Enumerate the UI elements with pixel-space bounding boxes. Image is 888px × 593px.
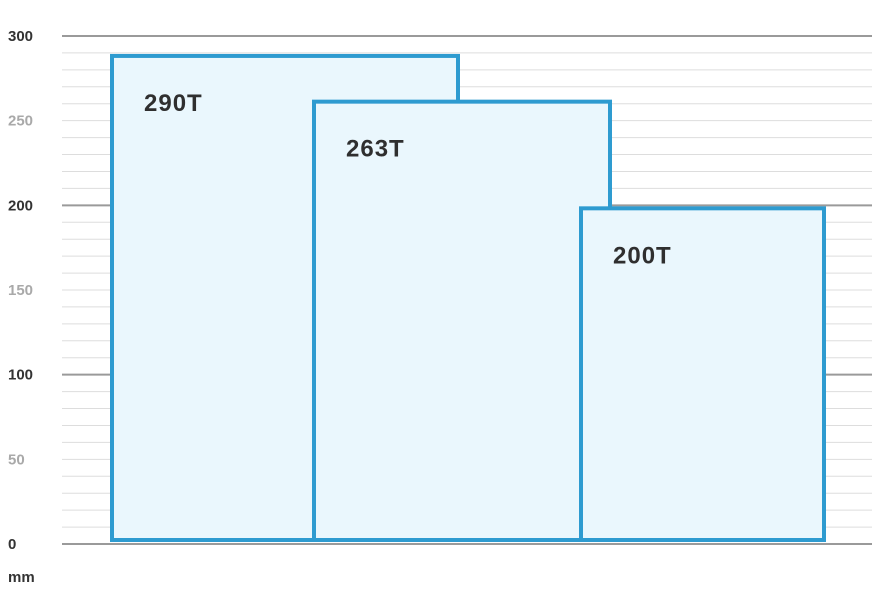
y-axis-unit-label: mm	[8, 569, 35, 586]
y-tick-label: 300	[8, 28, 33, 45]
bar-label: 290T	[144, 90, 203, 117]
y-tick-label: 250	[8, 113, 33, 130]
bar	[312, 99, 612, 543]
y-tick-label: 50	[8, 451, 25, 468]
bars: 290T 263T 200T	[110, 53, 826, 543]
bar-label: 263T	[346, 136, 405, 163]
bar-label: 200T	[613, 242, 672, 269]
y-tick-label: 150	[8, 282, 33, 299]
y-tick-label: 0	[8, 536, 16, 553]
bar	[579, 206, 826, 542]
y-tick-label: 100	[8, 367, 33, 384]
y-tick-label: 200	[8, 197, 33, 214]
y-axis-ticks: 0 50 100 150 200 250 300	[8, 28, 33, 553]
